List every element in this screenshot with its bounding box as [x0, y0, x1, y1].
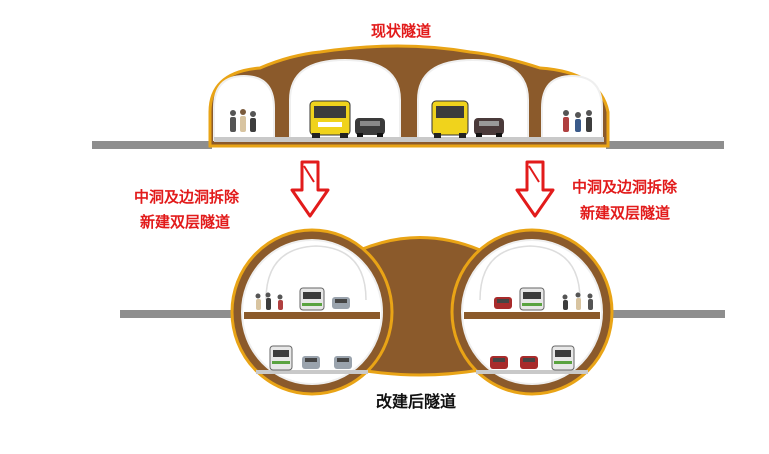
left-note-line2: 新建双层隧道 — [140, 213, 231, 231]
car-icon — [520, 356, 538, 369]
pedestrian-icon — [563, 110, 592, 132]
current-road-surface — [214, 137, 604, 142]
ground-road-bottom-left — [120, 310, 238, 318]
ground-road-bottom-right — [600, 310, 725, 318]
car-icon — [332, 297, 350, 309]
left-note-line1: 中洞及边洞拆除 — [134, 188, 240, 206]
old-tunnel-ghost-outline — [479, 245, 581, 301]
bus-icon — [269, 345, 293, 371]
bus-icon — [431, 100, 469, 138]
rebuilt-tunnel-section — [120, 228, 725, 396]
right-note-line2: 新建双层隧道 — [580, 204, 671, 222]
pedestrian-icon — [562, 292, 593, 310]
car-icon — [474, 118, 504, 137]
bus-icon — [299, 287, 325, 311]
left-tunnel-upper-deck — [244, 312, 380, 319]
down-arrow-icon — [515, 160, 555, 218]
car-icon — [334, 356, 352, 369]
pedestrian-icon — [230, 109, 256, 132]
current-tunnel-title: 现状隧道 — [371, 22, 432, 40]
right-tunnel-lower-road — [476, 370, 588, 374]
car-icon — [494, 297, 512, 309]
ground-road-top-left — [92, 141, 212, 149]
current-right-side-tunnel — [541, 74, 603, 141]
right-tunnel-upper-deck — [464, 312, 600, 319]
current-left-side-tunnel — [213, 74, 275, 141]
pedestrian-icon — [255, 292, 283, 310]
old-tunnel-ghost-outline — [265, 245, 367, 301]
car-icon — [355, 118, 385, 137]
car-icon — [302, 356, 320, 369]
right-note-line1: 中洞及边洞拆除 — [572, 178, 678, 196]
bus-icon — [519, 287, 545, 311]
current-tunnel-section — [92, 44, 724, 149]
left-tunnel-lower-road — [256, 370, 368, 374]
bus-icon — [309, 100, 351, 138]
down-arrow-icon — [290, 160, 330, 218]
ground-road-top-right — [606, 141, 724, 149]
rebuilt-tunnel-title: 改建后隧道 — [376, 392, 457, 411]
bus-icon — [551, 345, 575, 371]
car-icon — [490, 356, 508, 369]
